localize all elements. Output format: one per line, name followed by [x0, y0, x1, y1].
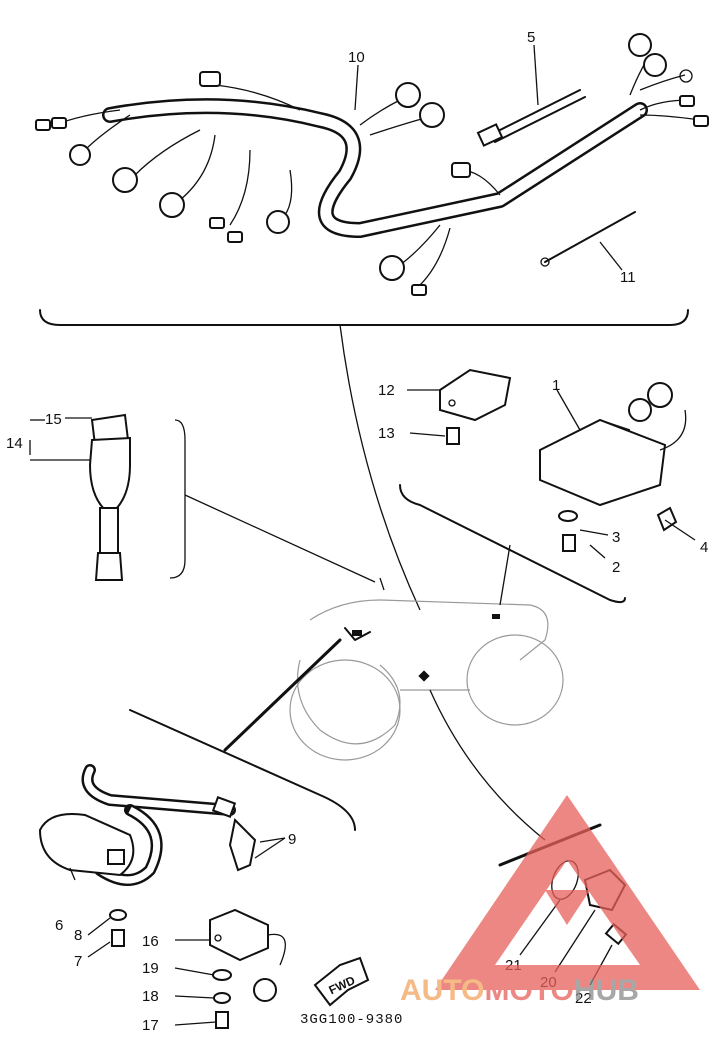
callout-2: 2 [612, 559, 620, 576]
wire-harness [35, 33, 709, 326]
callout-5: 5 [527, 29, 535, 46]
callout-17: 17 [142, 1017, 159, 1034]
watermark: AUTOMOTOHUB [400, 795, 700, 1007]
callout-8: 8 [74, 927, 82, 944]
svg-text:AUTOMOTOHUB: AUTOMOTOHUB [400, 974, 639, 1007]
callout-22: 22 [575, 990, 592, 1007]
component-16 [174, 908, 286, 1029]
callout-11: 11 [620, 269, 636, 286]
cable-band-11 [540, 211, 636, 267]
watermark-hub: HUB [574, 974, 639, 1007]
callout-1: 1 [552, 377, 560, 394]
callout-4: 4 [700, 539, 708, 556]
callout-13: 13 [378, 425, 395, 442]
sensor-20 [429, 689, 628, 986]
callout-10: 10 [348, 49, 365, 66]
callout-6: 6 [55, 917, 63, 934]
cable-band-5 [476, 89, 586, 147]
callout-7: 7 [74, 953, 82, 970]
regulator [439, 368, 512, 445]
main-switch [29, 413, 186, 581]
atv-outline [289, 577, 564, 761]
callout-19: 19 [142, 960, 159, 977]
callout-3: 3 [612, 529, 620, 546]
cdi-unit [539, 382, 687, 552]
callout-16: 16 [142, 933, 159, 950]
callout-12: 12 [378, 382, 395, 399]
watermark-auto: AUTO [400, 974, 484, 1007]
callout-14: 14 [6, 435, 23, 452]
watermark-moto: MOTO [484, 974, 573, 1007]
fwd-arrow [313, 956, 370, 1007]
callout-15: 15 [45, 411, 62, 428]
ignition-coil [38, 709, 356, 886]
diagram-code: 3GG100-9380 [300, 1012, 403, 1028]
watermark-logo-triangle [435, 795, 700, 990]
callout-18: 18 [142, 988, 159, 1005]
callout-9: 9 [288, 831, 296, 848]
